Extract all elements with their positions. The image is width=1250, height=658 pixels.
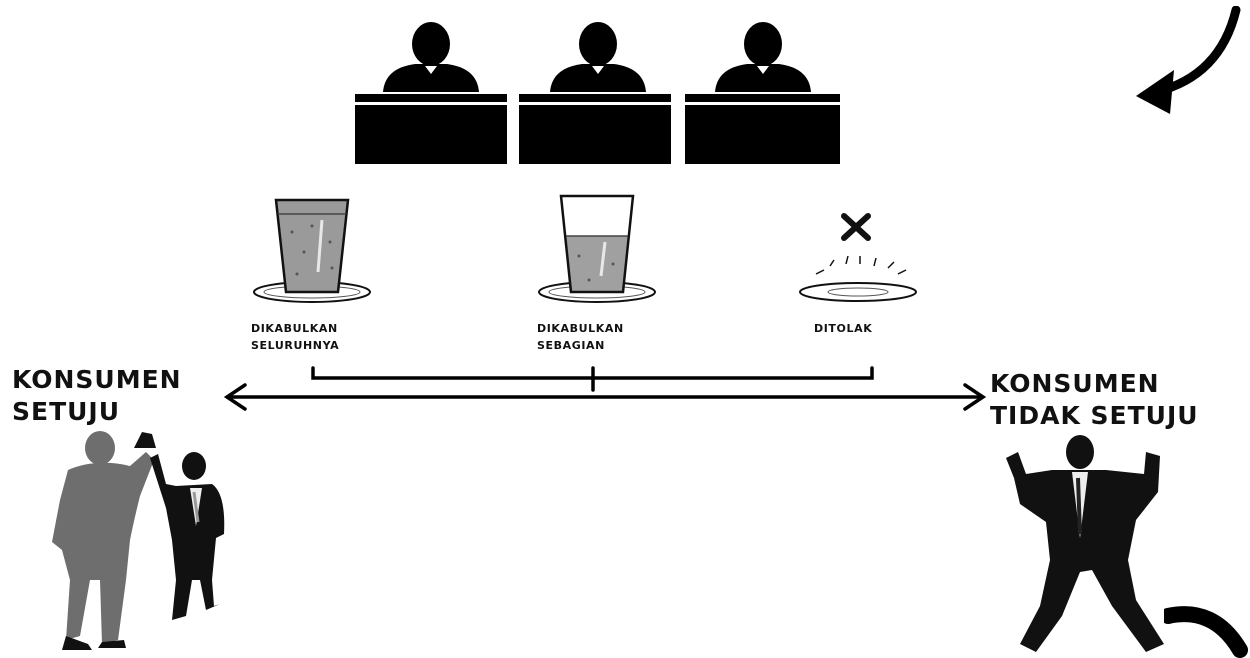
full-glass-icon <box>253 198 371 303</box>
consumer-disagree-line2: TIDAK SETUJU <box>990 401 1199 430</box>
outcome-full-line1: DIKABULKAN <box>251 322 338 335</box>
outcome-partial-line1: DIKABULKAN <box>537 322 624 335</box>
consumer-agree-line1: KONSUMEN <box>12 365 182 394</box>
outcome-arrow-bracket <box>223 366 987 411</box>
handshake-people-icon <box>52 431 225 650</box>
consumer-disagree-label: KONSUMEN TIDAK SETUJU <box>990 368 1199 432</box>
consumer-disagree-line1: KONSUMEN <box>990 369 1160 398</box>
judge-bench-icon <box>355 22 840 164</box>
curved-arrow-icon <box>1136 6 1241 114</box>
consumer-agree-label: KONSUMEN SETUJU <box>12 364 182 428</box>
outcome-label-rejected: DITOLAK <box>814 320 872 337</box>
angry-man-icon <box>1006 435 1164 652</box>
broken-glass-icon <box>799 213 917 302</box>
outcome-full-line2: SELURUHNYA <box>251 339 340 352</box>
curved-arrow-icon <box>1164 606 1248 658</box>
outcome-label-full: DIKABULKAN SELURUHNYA <box>251 320 339 354</box>
outcome-partial-line2: SEBAGIAN <box>537 339 605 352</box>
consumer-agree-line2: SETUJU <box>12 397 121 426</box>
half-glass-icon <box>538 194 656 303</box>
outcome-label-partial: DIKABULKAN SEBAGIAN <box>537 320 624 354</box>
outcome-rejected-line1: DITOLAK <box>814 322 873 335</box>
